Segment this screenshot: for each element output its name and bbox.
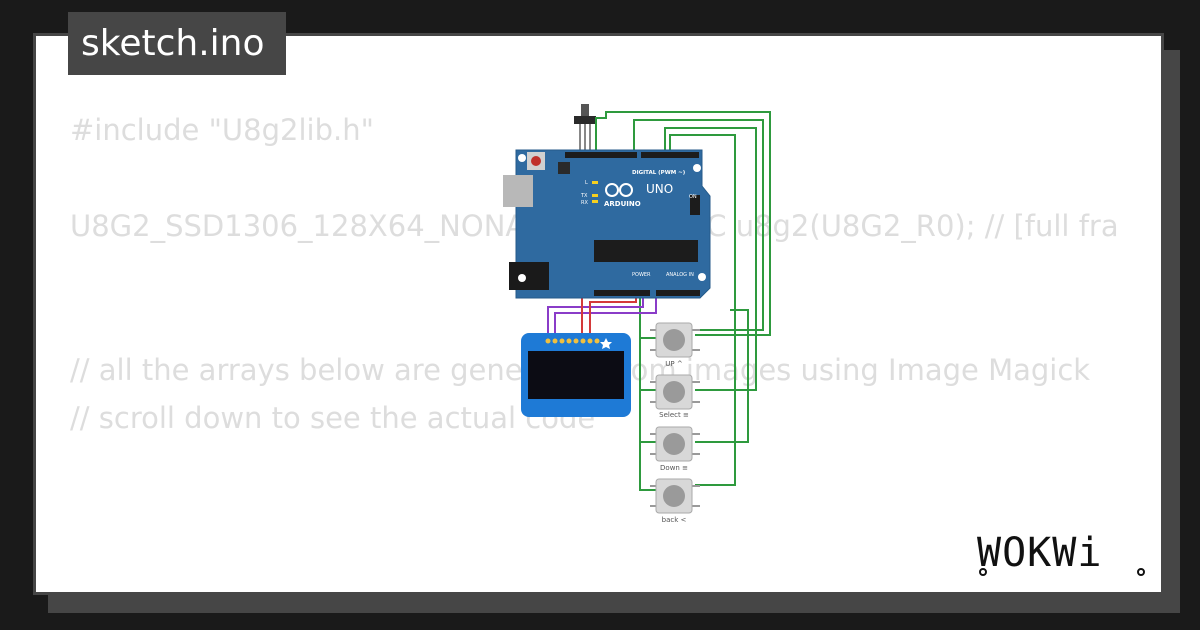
button-label: Down ≡	[660, 464, 688, 472]
oled-screen	[528, 351, 624, 399]
atmega-chip	[594, 240, 698, 262]
star-icon	[600, 338, 612, 349]
file-name-tab: sketch.ino	[68, 12, 286, 75]
pushbutton-up[interactable]: UP ^	[650, 322, 700, 368]
l-led-label: L	[585, 180, 588, 186]
pushbutton-down[interactable]: Down ≡	[650, 426, 700, 472]
analog-header-label: ANALOG IN	[666, 272, 694, 278]
button-label: Select ≡	[659, 411, 689, 419]
analog-header	[656, 290, 700, 296]
tx-led-label: TX	[580, 193, 588, 199]
digital-header-label: DIGITAL (PWM ~)	[632, 170, 686, 176]
wokwi-logo: WOKWi	[977, 530, 1145, 576]
power-header-label: POWER	[632, 272, 651, 278]
arduino-uno-board: DIGITAL (PWM ~) UNO ARDUINO POWER ANALOG…	[503, 149, 711, 299]
file-name: sketch.ino	[81, 23, 265, 64]
pushbutton-back[interactable]: back <	[650, 478, 700, 524]
usb-port	[503, 175, 533, 207]
oled-display	[521, 333, 631, 417]
digital-header-left	[565, 152, 637, 158]
on-led-label: ON	[689, 194, 697, 200]
board-model-label: UNO	[646, 182, 673, 196]
digital-header-right	[641, 152, 699, 158]
board-brand-label: ARDUINO	[604, 200, 641, 208]
button-label: back <	[662, 516, 687, 524]
power-jack	[509, 262, 549, 290]
button-label: UP ^	[665, 360, 683, 368]
code-line: #include "U8g2lib.h"	[70, 113, 374, 147]
power-header	[594, 290, 650, 296]
wokwi-logo-text: WOKWi	[977, 530, 1102, 576]
rx-led-label: RX	[581, 200, 588, 206]
slide-switch	[574, 104, 596, 150]
code-preview: #include "U8g2lib.h"U8G2_SSD1306_128X64_…	[70, 106, 1119, 442]
pushbutton-select[interactable]: Select ≡	[650, 374, 700, 419]
